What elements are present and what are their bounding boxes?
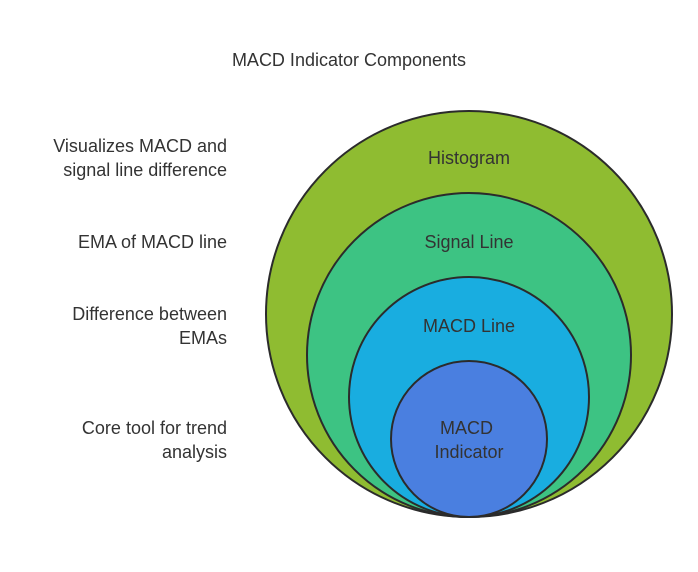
macd-indicator-label: MACD Indicator [434,418,503,462]
histogram-description-line-1: Visualizes MACD and [53,136,227,156]
diagram-title: MACD Indicator Components [231,50,467,70]
macd-line-description-line-1: Difference between [72,304,227,324]
macd-line-description-line-2: EMAs [178,328,227,348]
macd-line-description: Difference between EMAs [0,302,227,350]
histogram-description: Visualizes MACD and signal line differen… [0,134,227,182]
signal-line-description: EMA of MACD line [0,230,227,254]
histogram-label: Histogram [428,148,510,168]
macd-indicator-label-line-2: Indicator [434,442,503,462]
signal-line-description-line-1: EMA of MACD line [77,232,227,252]
signal-line-label: Signal Line [424,232,513,252]
macd-line-label: MACD Line [423,316,515,336]
macd-indicator-description-line-2: analysis [161,442,227,462]
macd-indicator-label-line-1: MACD [440,418,493,438]
macd-indicator-circle [390,360,548,518]
histogram-description-line-2: signal line difference [63,160,227,180]
macd-indicator-description-line-1: Core tool for trend [81,418,227,438]
macd-indicator-description: Core tool for trend analysis [0,416,227,464]
